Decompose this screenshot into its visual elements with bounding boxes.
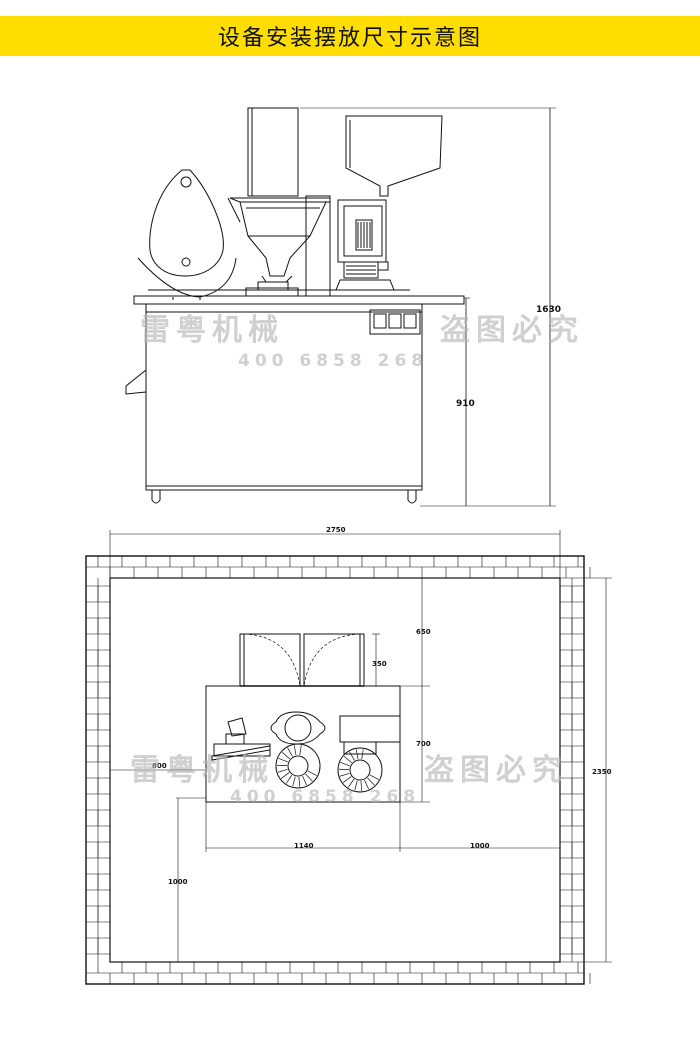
title-banner: 设备安装摆放尺寸示意图	[0, 16, 700, 56]
svg-text:雷粤机械: 雷粤机械	[140, 313, 284, 348]
motor	[337, 199, 387, 263]
hopper-top	[270, 711, 326, 745]
door-depth-label: 350	[372, 660, 387, 668]
room-depth-label: 2350	[592, 768, 612, 776]
total-height-label: 1630	[536, 305, 561, 315]
turntable-right	[337, 747, 383, 793]
funnel	[229, 197, 331, 277]
right-clearance-label: 1000	[470, 842, 490, 850]
watermark-plan: 雷粤机械 盗图必究 400 6858 268	[130, 753, 568, 807]
right-door	[303, 633, 365, 687]
motor-block	[339, 715, 401, 743]
control-panel	[369, 309, 421, 335]
machine-depth-label: 700	[416, 740, 431, 748]
svg-text:盗图必究: 盗图必究	[424, 753, 568, 788]
room-width-label: 2750	[326, 526, 346, 534]
back-clearance-label: 650	[416, 628, 431, 636]
left-door	[239, 633, 301, 687]
svg-text:雷粤机械: 雷粤机械	[130, 753, 274, 788]
svg-text:400 6858 268: 400 6858 268	[238, 351, 428, 371]
front-clearance-label: 1000	[168, 878, 188, 886]
turntable-left	[275, 743, 321, 789]
machine-width-label: 1140	[294, 842, 314, 850]
brick-wall	[85, 555, 585, 985]
left-offset-label: 800	[152, 762, 167, 770]
front-elevation	[125, 107, 556, 507]
watermark-elevation: 雷粤机械 盗图必究 400 6858 268	[140, 313, 584, 371]
svg-text:400 6858 268: 400 6858 268	[230, 787, 420, 807]
pear-cap	[149, 169, 224, 277]
tall-column	[247, 107, 299, 197]
table-top	[133, 295, 465, 305]
table-height-label: 910	[456, 399, 475, 409]
top-hopper	[345, 115, 443, 197]
plan-view	[85, 530, 612, 985]
svg-text:盗图必究: 盗图必究	[440, 313, 584, 348]
page-title: 设备安装摆放尺寸示意图	[217, 26, 482, 51]
